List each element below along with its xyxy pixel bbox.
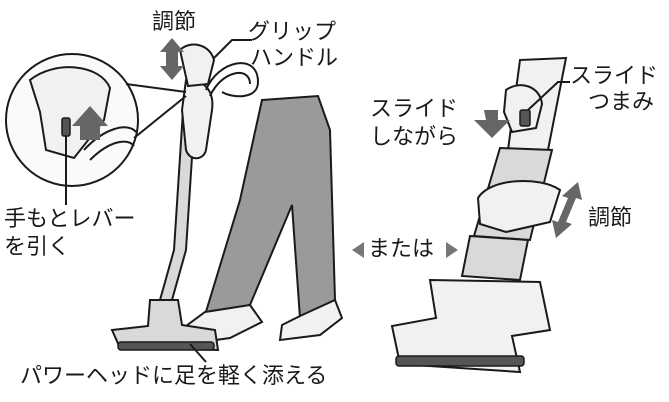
adjust-label-left: 調節 [152, 10, 197, 35]
power-head-left [110, 299, 220, 352]
or-left-triangle-icon [352, 242, 364, 258]
hand-lever-marker [61, 117, 71, 137]
grip-handle-hand [178, 43, 216, 88]
slide-arrow-icon [474, 110, 510, 138]
power-head-right [390, 278, 552, 374]
hand-lever-label-line1: 手もとレバー [4, 207, 136, 232]
grip-handle-label-line2: ハンドル [250, 46, 339, 71]
while-sliding-label-line2: しながら [370, 125, 459, 150]
power-head-brush-right [395, 355, 525, 367]
hand-lever-label-line2: を引く [4, 235, 71, 260]
head-joint [460, 234, 530, 282]
adjust-arrow-left-icon [160, 38, 184, 80]
slide-knob-leader [527, 81, 570, 111]
or-right-triangle-icon [446, 242, 458, 258]
user-leg [203, 94, 337, 320]
slide-knob-label-line2: つまみ [588, 90, 655, 115]
zoom-leader [125, 83, 187, 139]
slide-knob-hand [502, 84, 544, 134]
grip-leader [213, 39, 252, 59]
head-note-pointer [189, 343, 207, 363]
slide-knob-label: スライド つまみ [570, 64, 658, 116]
grip-handle-label: グリップ ハンドル [248, 20, 338, 72]
zoom-hose [83, 126, 137, 161]
while-sliding-label-line1: スライド [370, 97, 459, 122]
pull-arrow-icon [72, 106, 108, 140]
slide-knob-label-line1: スライド [570, 64, 659, 89]
adjust-arrow-right-icon [552, 182, 582, 238]
hand-lever-label: 手もとレバー を引く [4, 206, 136, 262]
grip-handle-label-line1: グリップ [248, 20, 337, 45]
while-sliding-label: スライド しながら [370, 96, 458, 152]
power-head-note: パワーヘッドに足を軽く添える [20, 364, 328, 389]
user-foot-right [278, 298, 344, 342]
lower-hand [476, 180, 562, 234]
vacuum-hose [205, 62, 260, 98]
slide-knob-marker [519, 109, 531, 127]
adjust-label-right: 調節 [588, 206, 633, 231]
power-head-brush-left [117, 341, 215, 351]
or-label: または [368, 237, 435, 262]
vacuum-main-body [180, 78, 214, 160]
